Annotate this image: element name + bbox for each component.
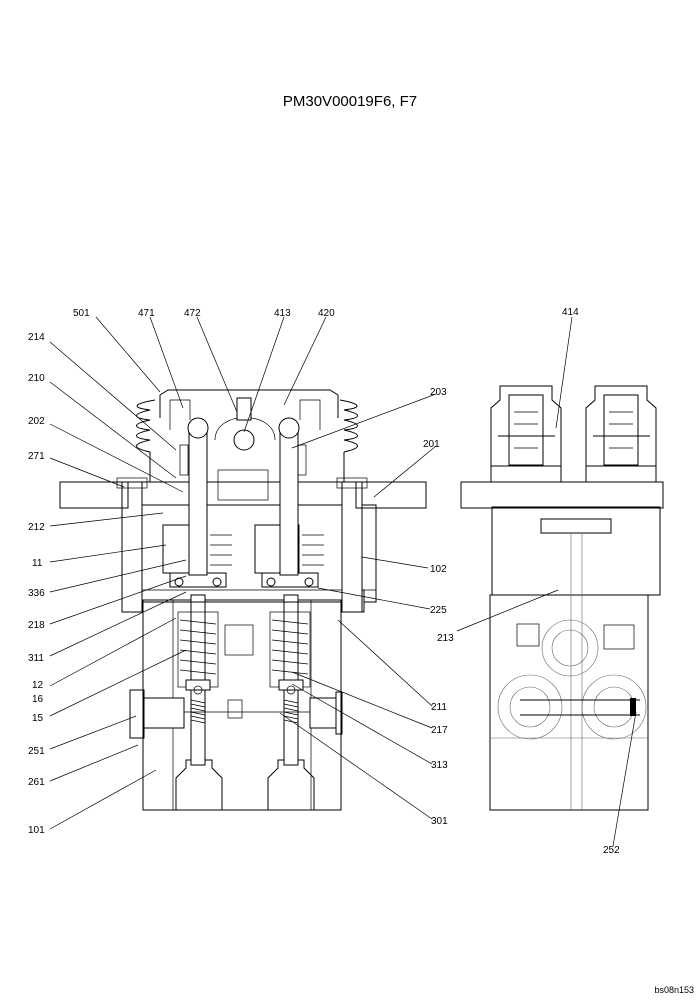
callout-16: 16 xyxy=(32,694,44,705)
callout-213: 213 xyxy=(437,633,454,644)
callout-102: 102 xyxy=(430,564,447,575)
callout-11: 11 xyxy=(32,558,43,569)
callout-311: 311 xyxy=(28,653,44,664)
side-view xyxy=(460,385,664,811)
callout-211: 211 xyxy=(431,702,447,713)
callout-217: 217 xyxy=(431,725,448,736)
section-view xyxy=(59,389,427,811)
callout-471: 471 xyxy=(138,308,155,319)
callout-203: 203 xyxy=(430,387,447,398)
callout-212: 212 xyxy=(28,522,45,533)
callout-420: 420 xyxy=(318,308,335,319)
callout-472: 472 xyxy=(184,308,201,319)
callout-414: 414 xyxy=(562,307,579,318)
diagram-title: PM30V00019F6, F7 xyxy=(282,93,418,110)
callout-leaders xyxy=(49,316,637,847)
callout-271: 271 xyxy=(28,451,45,462)
callout-101: 101 xyxy=(28,825,45,836)
callout-15: 15 xyxy=(32,713,44,724)
callout-214: 214 xyxy=(28,332,45,343)
callout-218: 218 xyxy=(28,620,45,631)
callout-252: 252 xyxy=(603,845,620,856)
callout-202: 202 xyxy=(28,416,45,427)
callout-501: 501 xyxy=(73,308,90,319)
callout-261: 261 xyxy=(28,777,45,788)
callout-201: 201 xyxy=(423,439,440,450)
callout-301: 301 xyxy=(431,816,448,827)
callout-labels: 501 471 472 413 420 414 214 210 203 202 … xyxy=(28,307,620,856)
main-body xyxy=(142,599,342,811)
callout-413: 413 xyxy=(274,308,291,319)
callout-12: 12 xyxy=(32,680,44,691)
drawing-code: bs08n153 xyxy=(654,985,694,995)
callout-225: 225 xyxy=(430,605,447,616)
callout-251: 251 xyxy=(28,746,45,757)
callout-210: 210 xyxy=(28,373,45,384)
callout-313: 313 xyxy=(431,760,448,771)
callout-336: 336 xyxy=(28,588,45,599)
